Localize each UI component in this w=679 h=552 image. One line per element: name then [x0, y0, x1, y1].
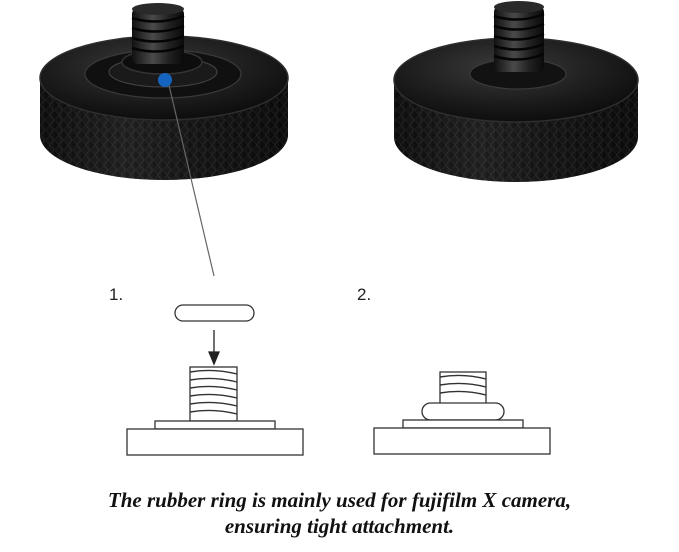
step2-drawing — [373, 371, 551, 455]
rubber-ring-installed — [421, 402, 505, 421]
step1-drawing — [126, 304, 304, 456]
rubber-ring-shape — [174, 304, 255, 322]
pointer-dot — [158, 73, 172, 87]
pointer-line — [167, 80, 215, 277]
caption-line-2: ensuring tight attachment. — [224, 514, 455, 538]
step-1-label: 1. — [109, 285, 124, 304]
step-2-label: 2. — [357, 285, 372, 304]
caption-line-1: The rubber ring is mainly used for fujif… — [107, 488, 572, 512]
shutter-button-with-ring — [39, 3, 289, 180]
shutter-button-without-ring — [393, 1, 639, 182]
down-arrow-icon — [208, 351, 220, 366]
